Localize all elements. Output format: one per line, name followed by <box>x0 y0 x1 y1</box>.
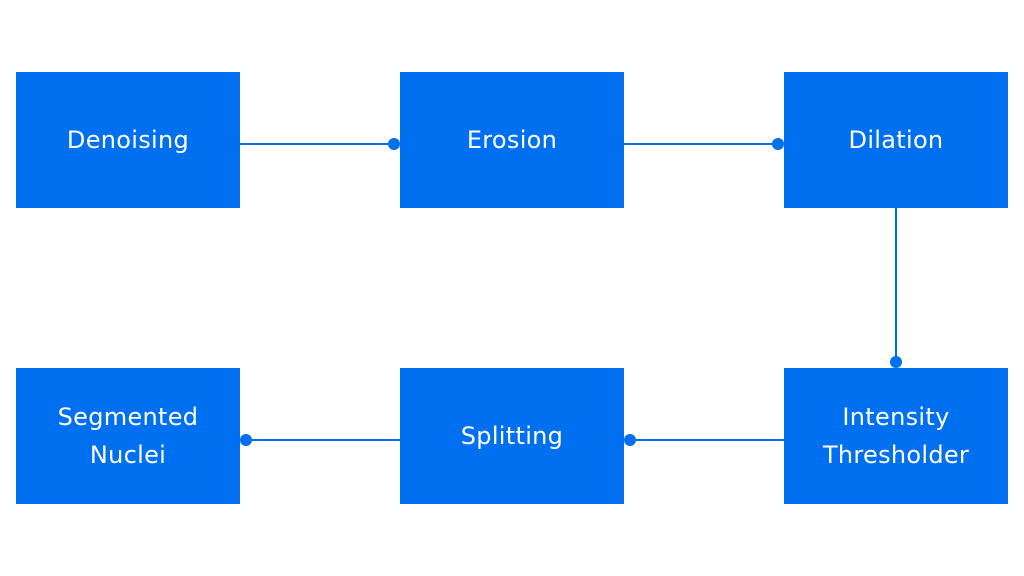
connector-endpoint-dot <box>240 434 252 446</box>
node-dilation: Dilation <box>784 72 1008 208</box>
node-label: Denoising <box>66 126 190 154</box>
node-erosion: Erosion <box>400 72 624 208</box>
node-denoising: Denoising <box>16 72 240 208</box>
node-label: Erosion <box>466 126 558 154</box>
node-label: Dilation <box>848 126 944 154</box>
node-label-line-1: Intensity <box>842 403 950 431</box>
connector-endpoint-dot <box>772 138 784 150</box>
connector-erosion-dilation <box>624 138 784 150</box>
node-label: Splitting <box>460 422 564 450</box>
connector-endpoint-dot <box>890 356 902 368</box>
node-intensity-thresholder: Intensity Thresholder <box>784 368 1008 504</box>
node-label-line-2: Thresholder <box>822 441 970 469</box>
connector-denoising-erosion <box>240 138 400 150</box>
node-segmented-nuclei: Segmented Nuclei <box>16 368 240 504</box>
connector-splitting-segmented <box>240 434 400 446</box>
node-splitting: Splitting <box>400 368 624 504</box>
connector-dilation-threshold <box>890 208 902 368</box>
connector-threshold-splitting <box>624 434 784 446</box>
connector-endpoint-dot <box>388 138 400 150</box>
connector-endpoint-dot <box>624 434 636 446</box>
node-label-line-2: Nuclei <box>89 441 167 469</box>
node-label-line-1: Segmented <box>57 403 199 431</box>
